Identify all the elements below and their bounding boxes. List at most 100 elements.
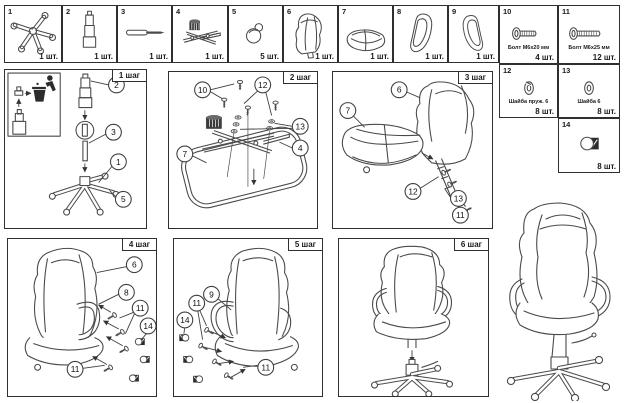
svg-text:10: 10 xyxy=(198,85,208,95)
part-box-13: 13 Шайба 6 8 шт. xyxy=(558,64,620,118)
seat-icon xyxy=(346,29,386,52)
svg-text:11: 11 xyxy=(192,298,201,308)
part-number: 13 xyxy=(562,66,571,75)
callout-8: 8 xyxy=(117,283,135,301)
part-number: 6 xyxy=(287,7,292,16)
discard-cap-pictogram xyxy=(7,72,61,137)
step-panel-5: 5 шаг xyxy=(173,238,323,397)
part-box-9: 9 1 шт. xyxy=(448,5,499,63)
part-label: Шайба пруж. 6 xyxy=(508,99,549,105)
callout-3: 3 xyxy=(105,123,122,141)
part-box-11: 11 Болт М6х25 мм 12 шт. xyxy=(558,5,620,64)
part-quantity: 8 шт. xyxy=(535,107,554,116)
step-5-drawing: 9 11 14 11 xyxy=(176,247,299,384)
part-quantity: 1 шт. xyxy=(315,52,334,61)
step-panel-2: 2 шаг xyxy=(168,71,318,229)
rod-drawing xyxy=(82,140,88,162)
gas-lift-icon xyxy=(82,10,97,48)
five-star-base-icon xyxy=(10,11,57,55)
step-panel-6: 6 шаг xyxy=(338,238,489,397)
callout-7: 7 xyxy=(339,102,357,119)
seat-drawing xyxy=(341,123,424,174)
svg-text:7: 7 xyxy=(345,105,350,115)
svg-text:7: 7 xyxy=(182,149,187,159)
part-number: 10 xyxy=(503,7,512,16)
part-quantity: 5 шт. xyxy=(260,52,279,61)
part-number: 2 xyxy=(66,7,71,16)
part-quantity: 8 шт. xyxy=(597,107,616,116)
callout-13: 13 xyxy=(449,189,467,207)
svg-text:14: 14 xyxy=(143,321,153,331)
svg-text:11: 11 xyxy=(71,364,80,374)
part-box-4: 4 1 шт. xyxy=(172,5,228,63)
svg-text:12: 12 xyxy=(408,186,418,196)
part-number: 5 xyxy=(232,7,237,16)
step-label: 2 шаг xyxy=(282,71,318,84)
svg-text:4: 4 xyxy=(298,143,303,153)
rod-icon xyxy=(125,29,165,36)
part-quantity: 4 шт. xyxy=(535,53,554,62)
step-label: 3 шаг xyxy=(457,71,493,84)
part-number: 14 xyxy=(562,120,571,129)
callout-11: 11 xyxy=(188,294,206,312)
backrest-drawing xyxy=(415,81,475,165)
base-drawing xyxy=(371,358,454,396)
part-quantity: 1 шт. xyxy=(425,52,444,61)
svg-text:1: 1 xyxy=(116,157,121,167)
svg-text:8: 8 xyxy=(124,287,129,297)
step-3-drawing: 6 7 12 13 11 xyxy=(339,81,475,224)
callout-11: 11 xyxy=(451,206,469,224)
washer-icon xyxy=(584,81,594,95)
callout-7: 7 xyxy=(176,145,194,163)
step-panel-1: 1 шаг xyxy=(4,69,147,229)
part-number: 9 xyxy=(452,7,457,16)
part-label: Болт М6х25 мм xyxy=(568,45,610,51)
part-box-5: 5 5 шт. xyxy=(228,5,283,63)
svg-text:3: 3 xyxy=(111,127,116,137)
part-number: 12 xyxy=(503,66,512,75)
part-box-8: 8 1 шт. xyxy=(393,5,448,63)
chair-drawing xyxy=(210,247,299,371)
step-label: 1 шаг xyxy=(111,69,147,82)
svg-text:11: 11 xyxy=(136,303,145,313)
bolt-icon xyxy=(512,27,537,40)
seat-underside-drawing xyxy=(181,126,308,209)
chair-top-drawing xyxy=(372,245,453,349)
backrest-icon xyxy=(295,13,322,59)
svg-text:2: 2 xyxy=(114,80,119,90)
part-box-12: 12 Шайба пруж. 6 8 шт. xyxy=(499,64,558,118)
step-panel-3: 3 шаг xyxy=(332,71,493,229)
part-box-10: 10 Болт М6х20 мм 4 шт. xyxy=(499,5,558,64)
part-number: 4 xyxy=(176,7,181,16)
callout-10: 10 xyxy=(194,81,211,99)
part-number: 11 xyxy=(562,7,570,16)
step-panel-4: 4 шаг xyxy=(7,238,157,397)
part-box-6: 6 1 шт. xyxy=(283,5,338,63)
step-2-drawing: 10 12 13 4 7 xyxy=(176,76,309,209)
step-label: 4 шаг xyxy=(121,238,157,251)
base-drawing xyxy=(48,172,120,216)
callout-11b: 11 xyxy=(66,360,84,378)
svg-text:13: 13 xyxy=(296,121,306,131)
callout-1: 1 xyxy=(109,153,127,171)
cap-icon xyxy=(580,136,599,151)
tilt-mechanism-icon xyxy=(183,19,221,45)
step-4-drawing: 6 8 11 14 11 xyxy=(24,247,156,383)
armrest-right-icon xyxy=(462,15,484,51)
assembled-chair-drawing xyxy=(506,202,611,401)
part-number: 3 xyxy=(121,7,126,16)
long-bolt-icon xyxy=(569,27,601,40)
callout-14: 14 xyxy=(139,317,156,335)
step-label: 6 шаг xyxy=(453,238,489,251)
svg-text:6: 6 xyxy=(132,260,137,270)
part-box-2: 2 1 шт. xyxy=(62,5,117,63)
callout-12: 12 xyxy=(254,76,272,94)
part-box-14: 14 8 шт. xyxy=(558,118,620,173)
part-number: 7 xyxy=(342,7,347,16)
part-quantity: 1 шт. xyxy=(205,52,224,61)
callout-14: 14 xyxy=(176,311,194,329)
spring-washer-icon xyxy=(524,81,534,95)
svg-text:11: 11 xyxy=(261,362,270,372)
part-box-3: 3 1 шт. xyxy=(117,5,172,63)
step-1-drawing: 2 3 1 5 xyxy=(7,72,132,216)
